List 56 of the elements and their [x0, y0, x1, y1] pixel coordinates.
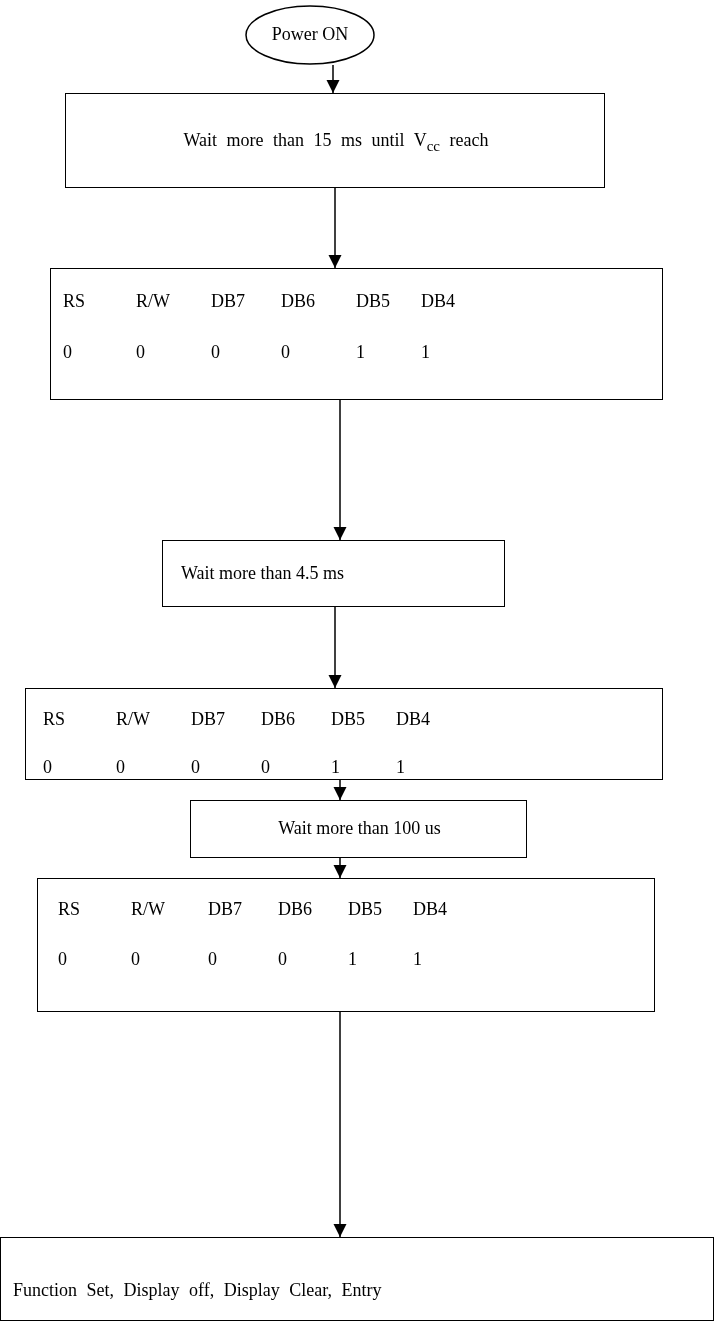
column-header: DB4	[413, 899, 447, 920]
process-box	[190, 800, 527, 858]
bit-value: 1	[421, 342, 430, 363]
process-box	[65, 93, 605, 188]
register-table-box	[37, 878, 655, 1012]
column-header: RS	[43, 709, 66, 730]
column-header: DB4	[421, 291, 455, 312]
column-header: DB5	[356, 291, 390, 312]
column-header: DB6	[278, 899, 312, 920]
bit-value: 0	[211, 342, 220, 363]
column-header: DB7	[208, 899, 242, 920]
bit-value: 1	[356, 342, 365, 363]
process-box	[162, 540, 505, 607]
node-label: Power ON	[270, 24, 350, 45]
node-label: Wait more than 4.5 ms	[181, 562, 345, 584]
arrow	[328, 606, 342, 689]
bit-value: 0	[208, 949, 217, 970]
bit-value: 0	[136, 342, 145, 363]
bit-value: 1	[348, 949, 357, 970]
column-header: DB7	[211, 291, 245, 312]
column-header: RS	[63, 291, 86, 312]
node-label: Wait more than 15 ms until V$_{cc}$ reach	[182, 129, 490, 155]
column-header: DB7	[191, 709, 225, 730]
process-box	[0, 1237, 714, 1321]
bit-value: 0	[58, 949, 67, 970]
column-header: RS	[58, 899, 81, 920]
arrow	[333, 857, 347, 879]
arrow	[333, 399, 347, 541]
bit-value: 1	[413, 949, 422, 970]
column-header: DB6	[261, 709, 295, 730]
bit-value: 1	[396, 757, 405, 778]
column-header: R/W	[136, 291, 170, 312]
start-ellipse	[245, 5, 375, 65]
arrow	[328, 187, 342, 269]
arrow	[326, 64, 340, 94]
bit-value: 1	[331, 757, 340, 778]
bit-value: 0	[43, 757, 52, 778]
register-table-box	[50, 268, 663, 400]
arrow	[333, 779, 347, 801]
bit-value: 0	[131, 949, 140, 970]
bit-value: 0	[281, 342, 290, 363]
node-label: Function Set, Display off, Display Clear, Entry	[13, 1280, 382, 1301]
bit-value: 0	[278, 949, 287, 970]
column-header: DB5	[331, 709, 365, 730]
column-header: DB4	[396, 709, 430, 730]
column-header: DB5	[348, 899, 382, 920]
node-label: Wait more than 100 us	[277, 818, 442, 839]
bit-value: 0	[191, 757, 200, 778]
bit-value: 0	[261, 757, 270, 778]
bit-value: 0	[63, 342, 72, 363]
register-table-box	[25, 688, 663, 780]
column-header: DB6	[281, 291, 315, 312]
column-header: R/W	[116, 709, 150, 730]
column-header: R/W	[131, 899, 165, 920]
arrow	[333, 1011, 347, 1238]
bit-value: 0	[116, 757, 125, 778]
